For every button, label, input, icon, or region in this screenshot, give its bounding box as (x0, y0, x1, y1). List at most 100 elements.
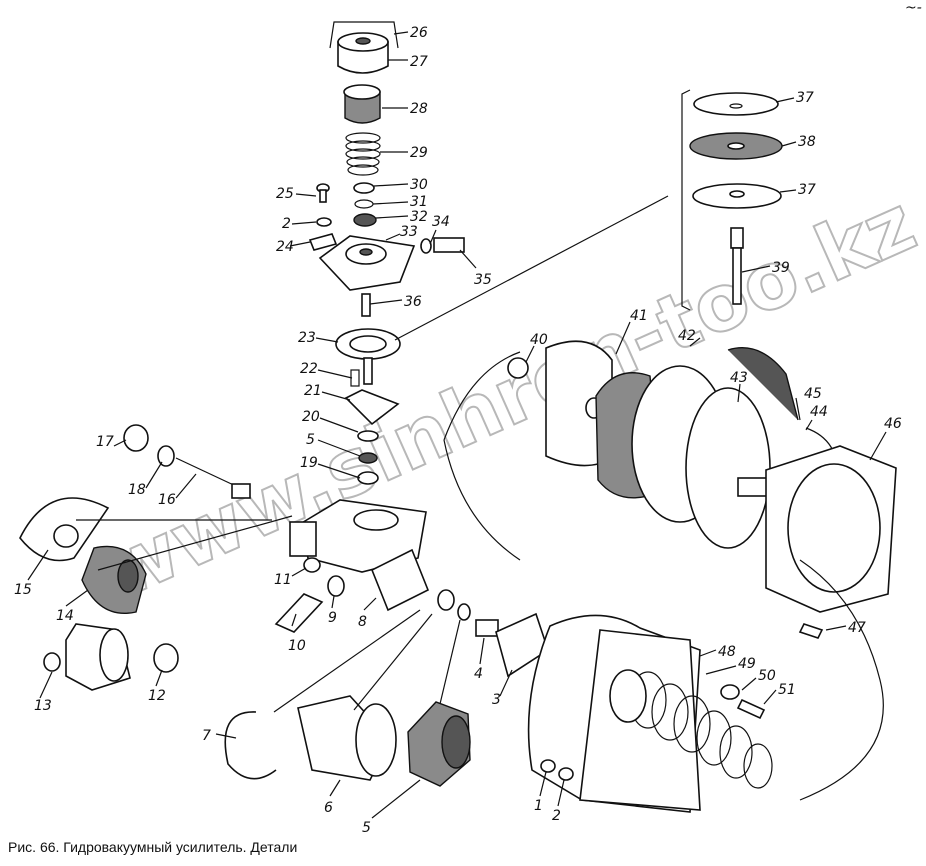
callout-43: 43 (730, 370, 748, 386)
callout-14: 14 (56, 608, 74, 624)
callout-leaders (27, 31, 887, 819)
callout-9: 9 (328, 610, 337, 626)
callout-labels: 26 27 28 29 30 25 31 2 32 34 33 24 35 36… (14, 25, 902, 836)
part-26-wire-clip (329, 21, 399, 49)
part-27-cap (337, 32, 389, 74)
part-20-seal (357, 430, 379, 442)
callout-26: 26 (410, 25, 428, 41)
part-12-nut (153, 643, 179, 673)
part-13-piston (43, 623, 131, 691)
callout-50: 50 (758, 668, 776, 684)
callout-34: 34 (432, 214, 450, 230)
callout-5-upper: 5 (306, 432, 315, 448)
part-5-cup-small (358, 452, 378, 464)
part-16-push-rod (175, 457, 251, 499)
callout-47: 47 (848, 620, 866, 636)
part-8-flange (370, 548, 430, 612)
callout-24: 24 (276, 239, 294, 255)
callout-2-top: 2 (282, 216, 291, 232)
callout-33: 33 (400, 224, 418, 240)
callout-21: 21 (304, 383, 322, 399)
part-2-washer-top (316, 217, 332, 227)
part-34-washer (420, 238, 432, 254)
callout-30: 30 (410, 177, 428, 193)
part-47-bolt (798, 623, 824, 639)
part-50-washer (720, 684, 740, 700)
callout-1: 1 (534, 798, 543, 814)
callout-31: 31 (410, 194, 428, 210)
callout-23: 23 (298, 330, 316, 346)
callout-16: 16 (158, 492, 176, 508)
callout-29: 29 (410, 145, 428, 161)
callout-49: 49 (738, 656, 756, 672)
part-24-bracket (308, 233, 338, 251)
part-5-rubber-cup (407, 701, 471, 787)
callout-12: 12 (148, 688, 166, 704)
callout-7: 7 (202, 728, 211, 744)
part-29-spring (345, 132, 381, 176)
part-51-bolt (736, 698, 766, 720)
callout-17: 17 (96, 434, 114, 450)
part-11-plug (303, 557, 321, 573)
callout-41: 41 (630, 308, 648, 324)
callout-18: 18 (128, 482, 146, 498)
callout-44: 44 (810, 404, 828, 420)
figure-caption: Рис. 66. Гидровакуумный усилитель. Детал… (8, 839, 297, 855)
callout-6: 6 (324, 800, 333, 816)
part-19-piston (357, 471, 379, 485)
callout-37-top: 37 (796, 90, 814, 106)
corner-mark: ~- (905, 0, 922, 16)
callout-38: 38 (798, 134, 816, 150)
part-46-housing-plate (765, 445, 897, 613)
part-4-check-valve (475, 619, 499, 637)
part-15-cup-seal (19, 497, 110, 562)
callout-46: 46 (884, 416, 902, 432)
part-2-washer-bottom (558, 767, 574, 781)
part-small-seals (437, 589, 471, 621)
part-28-filter (343, 84, 381, 124)
part-36-stem (361, 293, 371, 317)
part-1-nut (540, 759, 556, 773)
part-37-disk-top (693, 92, 779, 116)
callout-8: 8 (358, 614, 367, 630)
part-17-nut (123, 424, 149, 452)
callout-35: 35 (474, 272, 492, 288)
part-43-piston-plate (685, 387, 779, 549)
assembly-lines (76, 195, 884, 801)
part-45-hose (727, 347, 799, 421)
part-30-washer (353, 182, 375, 194)
callout-36: 36 (404, 294, 422, 310)
callout-10: 10 (288, 638, 306, 654)
callout-37-bottom: 37 (798, 182, 816, 198)
callout-4: 4 (474, 666, 483, 682)
part-master-cylinder-body (289, 499, 427, 573)
callout-22: 22 (300, 361, 318, 377)
callout-42: 42 (678, 328, 696, 344)
callout-15: 15 (14, 582, 32, 598)
callout-2-bottom: 2 (552, 808, 561, 824)
callout-48: 48 (718, 644, 736, 660)
callout-19: 19 (300, 455, 318, 471)
callout-32: 32 (410, 209, 428, 225)
part-48-plate (609, 669, 647, 723)
part-14-rubber-cuff (81, 545, 147, 614)
callout-20: 20 (302, 409, 320, 425)
part-6-sleeve (297, 695, 397, 781)
part-31-ring (354, 199, 374, 209)
callout-40: 40 (530, 332, 548, 348)
part-32-valve (353, 213, 377, 227)
part-37-disk-bottom (692, 183, 782, 209)
callout-5-lower: 5 (362, 820, 371, 836)
callout-13: 13 (34, 698, 52, 714)
callout-45: 45 (804, 386, 822, 402)
callout-25: 25 (276, 186, 294, 202)
part-10-bleeder (274, 593, 324, 633)
part-23-diaphragm (335, 328, 401, 385)
part-22-spring (350, 369, 360, 387)
bracket-37-39 (681, 89, 691, 311)
part-9-washer (327, 575, 345, 597)
part-25-screw (316, 183, 330, 203)
part-40-nut (507, 357, 529, 379)
part-39-rod (730, 227, 744, 305)
